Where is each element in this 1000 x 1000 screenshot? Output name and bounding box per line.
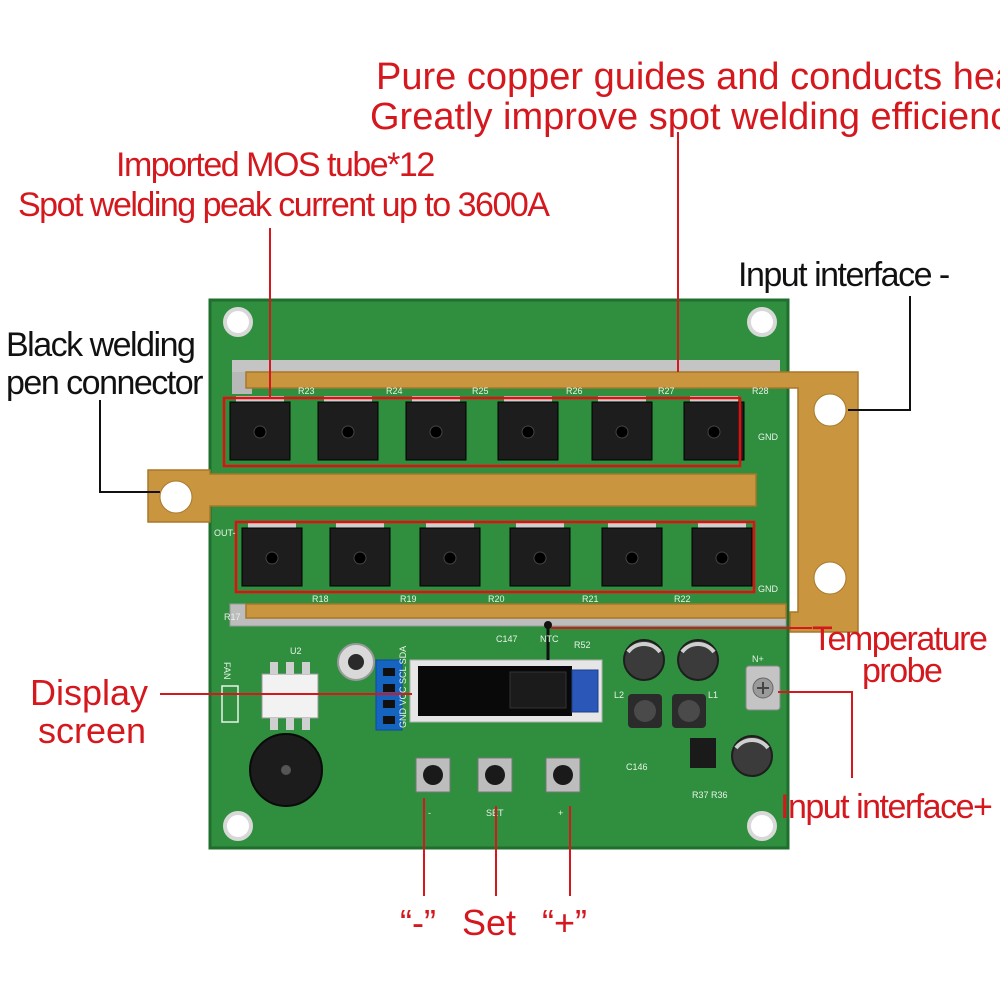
svg-text:R20: R20 <box>488 594 505 604</box>
copper-bars <box>147 371 859 633</box>
svg-text:+: + <box>558 808 563 818</box>
btn-minus-annotation: “-” <box>400 902 436 943</box>
svg-text:L1: L1 <box>708 690 718 700</box>
input-minus-hole-2 <box>813 561 847 595</box>
mosfet-top-2 <box>317 396 379 461</box>
black-pen-annotation-line1: Black welding <box>6 326 196 364</box>
svg-text:U2: U2 <box>290 646 302 656</box>
mosfet-bottom-6 <box>691 522 753 587</box>
out-label: OUT- <box>214 528 236 538</box>
mosfet-bottom-1 <box>241 522 303 587</box>
leader-black-pen <box>99 400 160 493</box>
copper-bar-middle <box>147 469 757 523</box>
mosfet-bottom-2 <box>329 522 391 587</box>
svg-text:R19: R19 <box>400 594 417 604</box>
mosfet-bottom-3 <box>419 522 481 587</box>
svg-text:R21: R21 <box>582 594 599 604</box>
gnd-label-top: GND <box>758 432 779 442</box>
mosfets-top-row <box>229 396 745 461</box>
display-annotation-line1: Display <box>30 672 149 713</box>
btn-set-annotation: Set <box>462 902 517 943</box>
copper-bar-bottom <box>245 603 787 619</box>
gnd-label-bottom: GND <box>758 584 779 594</box>
svg-text:C147: C147 <box>496 634 518 644</box>
svg-text:R23: R23 <box>298 386 315 396</box>
leader-input-minus <box>848 296 911 411</box>
svg-text:R27: R27 <box>658 386 675 396</box>
svg-text:R37 R36: R37 R36 <box>692 790 728 800</box>
svg-text:N+: N+ <box>752 654 764 664</box>
svg-text:R25: R25 <box>472 386 489 396</box>
mosfet-top-5 <box>591 396 653 461</box>
svg-text:L2: L2 <box>614 690 624 700</box>
svg-text:NTC: NTC <box>540 634 559 644</box>
svg-text:C146: C146 <box>626 762 648 772</box>
copper-bar-top <box>245 371 859 633</box>
copper-annotation-line2: Greatly improve spot welding efficiency <box>370 96 1000 138</box>
btn-plus-annotation: “+” <box>542 902 587 943</box>
fan-connector <box>221 685 239 723</box>
svg-text:R28: R28 <box>752 386 769 396</box>
mosfet-bottom-4 <box>509 522 571 587</box>
display-annotation-line2: screen <box>38 710 147 751</box>
inductors <box>628 694 706 728</box>
mos-highlight-top <box>222 396 742 468</box>
input-minus-hole <box>813 393 847 427</box>
mosfet-top-3 <box>405 396 467 461</box>
annotation-leaders <box>99 132 911 896</box>
svg-text:R24: R24 <box>386 386 403 396</box>
mounting-holes <box>223 307 777 841</box>
electrolytic-capacitors <box>623 639 773 777</box>
mosfet-top-6 <box>683 396 745 461</box>
mosfets-bottom-row <box>241 522 753 587</box>
silkscreen-top-refs: R23 R24 R25 R26 R27 R28 <box>298 386 769 396</box>
black-pen-hole <box>159 480 193 514</box>
mos-highlight-bottom <box>234 520 756 594</box>
mosfet-bottom-5 <box>601 522 663 587</box>
mosfet-top-1 <box>229 396 291 461</box>
solder-strip-top <box>232 360 780 372</box>
temperature-annotation-line1: Temperature <box>812 620 988 658</box>
mos-annotation-line1: Imported MOS tube*12 <box>116 146 435 184</box>
svg-text:R18: R18 <box>312 594 329 604</box>
temperature-annotation-line2: probe <box>862 652 943 690</box>
leader-input-plus <box>778 691 853 778</box>
lower-electronics: FAN U2 GND VCC SCL SDA <box>221 621 781 818</box>
tactile-buttons <box>415 757 581 793</box>
black-pen-annotation-line2: pen connector <box>6 364 204 402</box>
input-plus-annotation: Input interface+ <box>780 788 993 826</box>
ic-chip-white <box>261 673 319 719</box>
svg-text:-: - <box>428 808 431 818</box>
svg-text:R22: R22 <box>674 594 691 604</box>
mos-annotation-line2: Spot welding peak current up to 3600A <box>18 186 550 224</box>
r17-label: R17 <box>224 612 241 622</box>
svg-text:R52: R52 <box>574 640 591 650</box>
silkscreen-bottom-refs: R18 R19 R20 R21 R22 <box>312 594 691 604</box>
mosfet-top-4 <box>497 396 559 461</box>
input-minus-annotation: Input interface - <box>738 256 950 294</box>
fan-label: FAN <box>222 662 232 680</box>
svg-text:GND VCC SCL SDA: GND VCC SCL SDA <box>398 646 408 728</box>
copper-annotation-line1: Pure copper guides and conducts heat <box>376 56 1000 98</box>
oled-flex-connector <box>571 669 599 713</box>
svg-text:R26: R26 <box>566 386 583 396</box>
